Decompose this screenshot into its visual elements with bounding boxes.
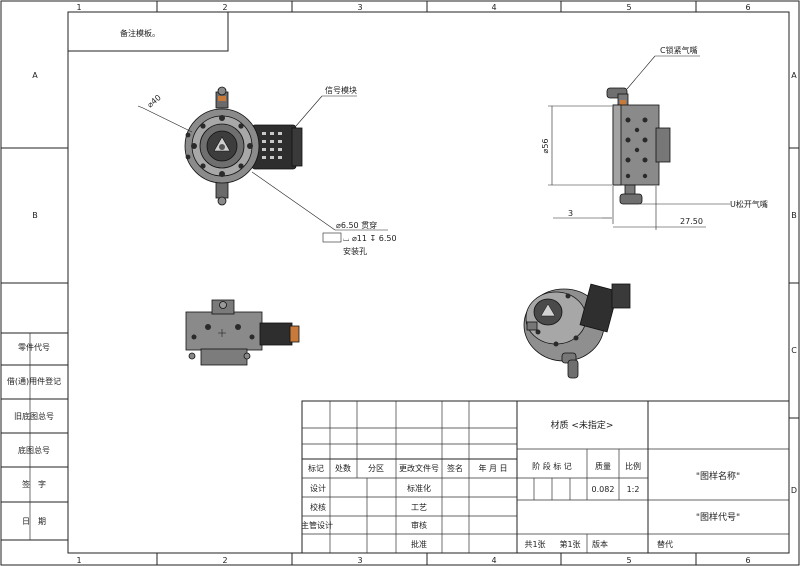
left-row-base: 底图总号: [18, 445, 50, 455]
front-view: ⌀40 信号模块 ⌀6.50 贯穿 ⌴ ⌀11 ↧ 6.50 安装孔: [137, 85, 397, 256]
drawing-name: "图样名称": [696, 470, 740, 482]
side-height-label: ⌀56: [541, 139, 550, 154]
front-diameter-label: ⌀40: [146, 93, 163, 110]
iso-signal-module: [579, 283, 619, 333]
mount-hole-label: 安装孔: [343, 246, 367, 256]
row-label-c-right: C: [791, 346, 797, 355]
version-label: 版本: [592, 539, 608, 549]
left-row-date: 日 期: [22, 517, 46, 526]
col-label-6-bottom: 6: [745, 556, 750, 565]
role-standard: 标准化: [407, 483, 431, 493]
note-box: 备注模板。: [67, 11, 229, 52]
left-row-borrowed: 借(通)用件登记: [7, 376, 61, 386]
row-zone-markers: A B A B C D: [1, 71, 799, 495]
bottom-view: [185, 299, 300, 366]
col-label-6: 6: [745, 3, 750, 12]
col-label-3: 3: [357, 3, 362, 12]
row-label-a-right: A: [791, 71, 797, 80]
scale-value: 1:2: [627, 485, 640, 494]
scale-label: 比例: [625, 461, 641, 471]
role-check: 校核: [310, 502, 326, 512]
role-process: 工艺: [411, 503, 427, 512]
stage-label: 阶 段 标 记: [532, 461, 572, 471]
col-label-3-bottom: 3: [357, 556, 362, 565]
role-review: 审核: [411, 520, 427, 530]
left-row-sign: 签 字: [22, 479, 46, 489]
row-label-b: B: [32, 211, 38, 220]
hdr-count: 处数: [335, 463, 351, 473]
hdr-mark: 标记: [308, 463, 324, 473]
col-label-2-bottom: 2: [222, 556, 227, 565]
signal-block-label: 信号模块: [325, 85, 357, 95]
side-offset-label: 3: [568, 209, 573, 218]
hdr-change-doc: 更改文件号: [399, 463, 439, 473]
bottom-view-body: [185, 311, 263, 351]
col-label-4-bottom: 4: [491, 556, 496, 565]
col-label-5: 5: [626, 3, 631, 12]
replace-label: 替代: [657, 539, 673, 549]
lock-air-label: C锁紧气嘴: [660, 45, 698, 55]
through-hole-label: ⌀6.50 贯穿: [336, 220, 377, 230]
counterbore-label: ⌴ ⌀11 ↧ 6.50: [343, 234, 397, 243]
sheet-number: 第1张: [559, 539, 580, 549]
role-approve: 批准: [411, 539, 427, 549]
note-text: 备注模板。: [120, 28, 160, 38]
col-label-4: 4: [491, 3, 496, 12]
isometric-view: [523, 283, 631, 379]
sheets-total: 共1张: [524, 540, 545, 549]
left-row-part-code: 零件代号: [18, 342, 50, 352]
front-bottom-nozzle: [215, 181, 229, 199]
weight-label: 质量: [595, 461, 611, 471]
column-zone-markers: 1 2 3 4 5 6 1 2 3 4 5 6: [76, 1, 751, 565]
row-label-d-right: D: [791, 486, 797, 495]
row-label-a: A: [32, 71, 38, 80]
material-label: 材质 <未指定>: [551, 419, 614, 431]
col-label-1-bottom: 1: [76, 556, 81, 565]
front-bolt-holes: [185, 115, 253, 177]
side-view: C锁紧气嘴 U松开气嘴 ⌀56 3 27.50: [541, 45, 768, 230]
left-record-table: 零件代号 借(通)用件登记 旧底图总号 底图总号 签 字 日 期: [1, 332, 68, 541]
side-length-label: 27.50: [680, 217, 703, 226]
left-row-old-base: 旧底图总号: [14, 411, 54, 421]
hdr-date: 年 月 日: [478, 463, 507, 473]
hdr-signature: 签名: [447, 463, 463, 473]
col-label-1: 1: [76, 3, 81, 12]
drawing-code: "图样代号": [696, 511, 740, 523]
hdr-zone: 分区: [368, 464, 384, 473]
role-chief: 主管设计: [301, 520, 333, 530]
col-label-2: 2: [222, 3, 227, 12]
row-label-b-right: B: [791, 211, 797, 220]
title-block: 标记 处数 分区 更改文件号 签名 年 月 日 设计 校核 主管设计 标准化 工…: [301, 400, 790, 554]
col-label-5-bottom: 5: [626, 556, 631, 565]
role-design: 设计: [310, 483, 326, 493]
release-air-label: U松开气嘴: [730, 199, 768, 209]
weight-value: 0.082: [592, 485, 615, 494]
